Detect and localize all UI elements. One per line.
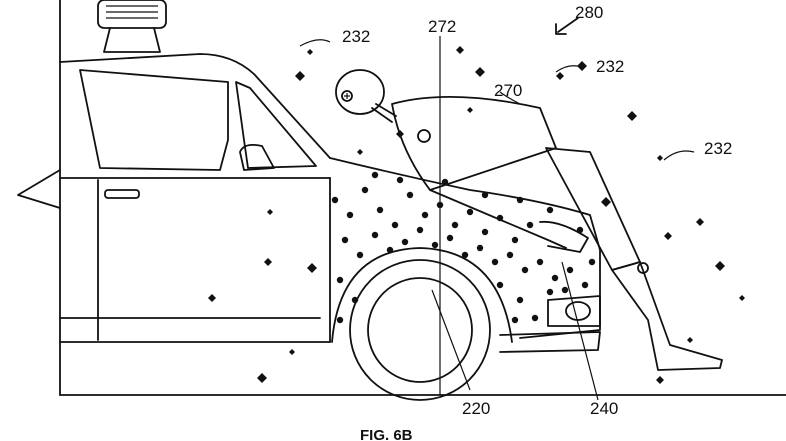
adhesive-dot <box>551 274 559 282</box>
adhesive-dot <box>546 288 554 296</box>
label-232-right: 232 <box>596 57 624 76</box>
particle <box>396 130 404 138</box>
adhesive-dot <box>341 236 349 244</box>
label-270: 270 <box>494 81 522 100</box>
adhesive-dot <box>461 251 469 259</box>
particle <box>696 218 704 226</box>
side-window <box>79 69 229 171</box>
arrow-280 <box>555 17 579 35</box>
particle <box>739 295 745 301</box>
label-232-top: 232 <box>342 27 370 46</box>
adhesive-dot <box>516 296 524 304</box>
adhesive-dot <box>376 206 384 214</box>
front-wheel <box>331 247 513 401</box>
adhesive-dot <box>581 281 589 289</box>
adhesive-dot <box>406 191 414 199</box>
adhesive-dot <box>386 246 394 254</box>
adhesive-dot <box>356 251 364 259</box>
particle <box>456 46 464 54</box>
particle <box>307 263 317 273</box>
particle <box>656 376 664 384</box>
break-symbol <box>17 169 61 209</box>
label-280: 280 <box>575 3 603 22</box>
adhesive-dot <box>451 221 459 229</box>
pedestrian-hand <box>539 220 589 253</box>
particle <box>556 72 564 80</box>
adhesive-dot <box>361 186 369 194</box>
adhesive-dot <box>331 196 339 204</box>
pedestrian-head <box>335 69 385 115</box>
adhesive-dot <box>431 241 439 249</box>
adhesive-dot <box>401 238 409 246</box>
adhesive-dot <box>526 221 534 229</box>
adhesive-dot <box>536 258 544 266</box>
adhesive-dot <box>491 258 499 266</box>
particle <box>295 71 305 81</box>
adhesive-dot <box>481 228 489 236</box>
headlight <box>547 295 601 327</box>
label-272: 272 <box>428 17 456 36</box>
leader-lines <box>299 36 695 401</box>
figure-caption: FIG. 6B <box>360 427 413 441</box>
adhesive-dot <box>421 211 429 219</box>
adhesive-dot <box>391 221 399 229</box>
particle <box>715 261 725 271</box>
particle <box>687 337 693 343</box>
airborne-particles <box>208 46 745 384</box>
roof-sensor <box>97 0 167 53</box>
adhesive-dot <box>511 316 519 324</box>
particle <box>657 155 663 161</box>
particle <box>267 209 273 215</box>
adhesive-dot <box>561 286 569 294</box>
particle <box>257 373 267 383</box>
adhesive-dot <box>371 171 379 179</box>
adhesive-dot <box>506 251 514 259</box>
adhesive-dot <box>588 258 596 266</box>
adhesive-dot <box>481 191 489 199</box>
adhesive-dot <box>511 236 519 244</box>
adhesive-dot <box>336 316 344 324</box>
particle <box>475 67 485 77</box>
adhesive-dot <box>396 176 404 184</box>
particle <box>289 349 295 355</box>
adhesive-dot <box>531 314 539 322</box>
particle <box>357 149 363 155</box>
side-mirror <box>239 143 275 171</box>
adhesive-dot <box>496 281 504 289</box>
particle <box>601 197 611 207</box>
pedestrian-torso <box>391 95 557 191</box>
label-232-far-right: 232 <box>704 139 732 158</box>
particle <box>664 232 672 240</box>
adhesive-dot <box>521 266 529 274</box>
adhesive-dot <box>546 206 554 214</box>
adhesive-dot <box>476 244 484 252</box>
pedestrian-leg <box>611 261 723 371</box>
adhesive-dot <box>446 234 454 242</box>
label-240: 240 <box>590 399 618 418</box>
label-220: 220 <box>462 399 490 418</box>
vehicle <box>59 53 601 353</box>
adhesive-dot <box>416 226 424 234</box>
pedestrian <box>335 69 723 371</box>
adhesive-dot <box>336 276 344 284</box>
front-bumper <box>499 331 601 353</box>
adhesive-dot <box>346 211 354 219</box>
particle <box>208 294 216 302</box>
door-handle <box>104 189 140 199</box>
particle <box>577 61 587 71</box>
particle <box>264 258 272 266</box>
adhesive-dot <box>566 266 574 274</box>
adhesive-dot <box>351 296 359 304</box>
adhesive-dot <box>371 231 379 239</box>
particle <box>307 49 313 55</box>
adhesive-dot <box>466 208 474 216</box>
particle <box>467 107 473 113</box>
particle <box>627 111 637 121</box>
adhesive-dot <box>516 196 524 204</box>
adhesive-layer <box>331 171 596 324</box>
rear-window <box>235 81 317 169</box>
